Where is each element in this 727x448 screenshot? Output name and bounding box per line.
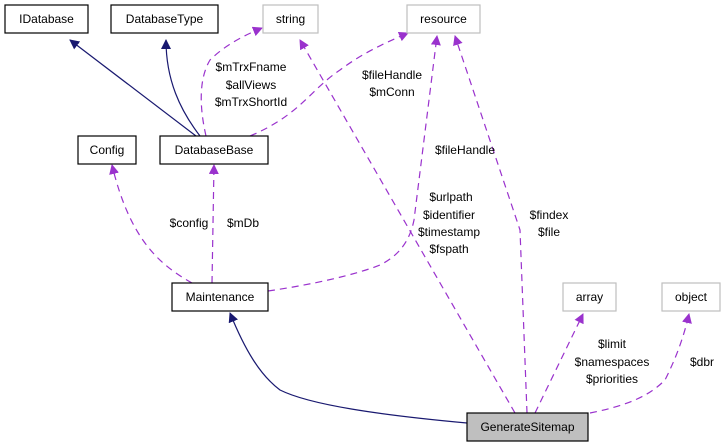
edge-databasebase-idatabase <box>69 39 197 137</box>
edge-databasebase-resource <box>249 31 409 137</box>
node-idatabase[interactable]: IDatabase <box>4 4 89 34</box>
edge-generatesitemap-maintenance <box>228 312 468 424</box>
edge-label: $dbr <box>690 355 714 369</box>
node-maintenance[interactable]: Maintenance <box>171 282 269 312</box>
node-resource: resource <box>406 4 481 34</box>
node-databasetype[interactable]: DatabaseType <box>110 4 219 34</box>
node-label: GenerateSitemap <box>480 420 574 434</box>
edge-generatesitemap-resource <box>453 35 528 414</box>
node-label: DatabaseType <box>126 12 204 26</box>
node-label: IDatabase <box>19 12 74 26</box>
edge-label: $mConn <box>369 85 414 99</box>
node-label: array <box>576 290 603 304</box>
edge-label: $findex <box>530 208 569 222</box>
node-string: string <box>262 4 319 34</box>
edge-label: $timestamp <box>418 225 480 239</box>
edge-label: $mTrxShortId <box>215 95 287 109</box>
node-databasebase[interactable]: DatabaseBase <box>159 135 269 165</box>
edge-generatesitemap-array <box>534 313 584 414</box>
node-config[interactable]: Config <box>77 135 137 165</box>
edge-maintenance-resource <box>267 35 441 292</box>
node-label: DatabaseBase <box>175 143 254 157</box>
edge-databasebase-string <box>200 26 263 137</box>
edge-maintenance-config <box>109 164 193 284</box>
node-label: object <box>675 290 708 304</box>
edge-label: $identifier <box>423 208 475 222</box>
node-label: string <box>276 12 305 26</box>
edge-generatesitemap-object <box>589 313 692 414</box>
edge-label: $mDb <box>227 216 259 230</box>
edge-label: $mTrxFname <box>216 60 287 74</box>
node-label: Config <box>90 143 125 157</box>
edge-label: $fileHandle <box>435 143 495 157</box>
edge-databasebase-databasetype <box>161 39 201 137</box>
edge-maintenance-databasebase <box>208 164 219 284</box>
edge-label: $urlpath <box>429 190 472 204</box>
edge-label: $fileHandle <box>362 68 422 82</box>
node-object: object <box>661 282 721 312</box>
node-array: array <box>562 282 617 312</box>
node-label: Maintenance <box>186 290 255 304</box>
edge-label: $priorities <box>586 372 638 386</box>
edge-label: $fspath <box>429 242 468 256</box>
edge-label: $file <box>538 225 560 239</box>
edge-label: $limit <box>598 337 627 351</box>
edge-label: $namespaces <box>575 355 650 369</box>
edge-label: $allViews <box>226 78 276 92</box>
node-generatesitemap: GenerateSitemap <box>466 412 589 442</box>
node-label: resource <box>420 12 467 26</box>
edge-label: $config <box>170 216 209 230</box>
